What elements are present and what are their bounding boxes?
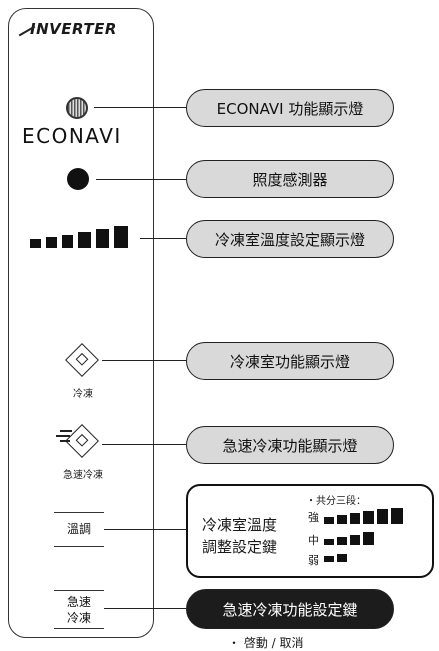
temperature-adjust-title: 冷凍室溫度 調整設定鍵: [202, 514, 277, 558]
level-weak-bars-icon: [324, 552, 354, 562]
title-line-2: 調整設定鍵: [202, 538, 278, 556]
quick-freeze-button[interactable]: 急速 冷凍: [54, 594, 104, 626]
quick-freeze-button-line-1: 急速: [66, 595, 91, 609]
title-line-1: 冷凍室溫度: [202, 516, 278, 534]
inverter-logo: INVERTER: [30, 20, 117, 38]
level-strong-label: 強: [308, 511, 319, 524]
button-divider: [54, 590, 104, 592]
light-sensor-icon: [67, 168, 89, 190]
leader-line: [104, 529, 186, 531]
button-divider: [54, 512, 104, 514]
level-strong-bars-icon: [324, 508, 414, 524]
quick-freeze-label: 急速冷凍: [63, 470, 103, 481]
button-divider: [54, 628, 104, 630]
quick-freeze-key-callout: 急速冷凍功能設定鍵: [186, 589, 394, 629]
leader-line: [140, 238, 186, 240]
temperature-adjust-callout: 冷凍室溫度 調整設定鍵 ・共分三段： 強 中 弱: [186, 484, 434, 578]
freezer-temp-indicator-callout: 冷凍室溫度設定顯示燈: [186, 220, 394, 258]
econavi-indicator-icon: [66, 97, 88, 119]
leader-line: [96, 179, 186, 181]
temperature-adjust-button[interactable]: 溫調: [66, 522, 91, 536]
quick-freeze-note: ・ 啓動 / 取消: [228, 636, 304, 650]
levels-heading: ・共分三段：: [306, 496, 366, 507]
econavi-logo: ECONAVI: [22, 124, 122, 148]
temperature-level-bars-icon: [30, 226, 130, 248]
level-weak-label: 弱: [308, 554, 319, 567]
leader-line: [102, 444, 186, 446]
level-medium-label: 中: [308, 534, 319, 547]
freezer-function-indicator-callout: 冷凍室功能顯示燈: [186, 342, 394, 380]
leader-line: [102, 360, 186, 362]
light-sensor-callout: 照度感測器: [186, 160, 394, 198]
quick-freeze-button-line-2: 冷凍: [66, 611, 91, 625]
button-divider: [54, 546, 104, 548]
quick-freeze-speed-lines-icon: [56, 428, 74, 444]
freezer-label: 冷凍: [73, 389, 93, 400]
leader-line: [104, 608, 186, 610]
leader-line: [94, 107, 186, 109]
econavi-indicator-callout: ECONAVI 功能顯示燈: [186, 89, 394, 127]
level-medium-bars-icon: [324, 531, 384, 545]
quick-freeze-indicator-callout: 急速冷凍功能顯示燈: [186, 426, 394, 464]
